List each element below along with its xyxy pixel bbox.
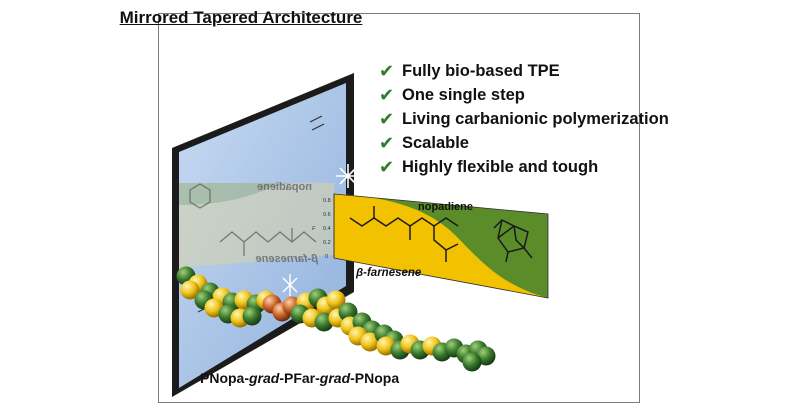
nopadiene-bead: [338, 302, 358, 322]
feature-item: ✔ Scalable: [379, 131, 669, 155]
axis-tick: 0.8: [323, 198, 331, 204]
feature-label: One single step: [402, 85, 525, 104]
nopadiene-bead: [462, 352, 482, 372]
mirror-reflection: [179, 182, 334, 268]
farnesene-bead: [326, 290, 346, 310]
check-icon: ✔: [379, 108, 395, 129]
farnesene-label: β-farnesene: [355, 267, 422, 279]
feature-label: Scalable: [402, 133, 469, 152]
feature-label: Highly flexible and tough: [402, 157, 599, 176]
feature-list: ✔ Fully bio-based TPE ✔ One single step ✔ L…: [379, 59, 669, 179]
page-title: Mirrored Tapered Architecture: [119, 8, 363, 27]
caption-part: -PFar-: [279, 370, 320, 386]
mirror-farnesene-label: β-farnesene: [256, 253, 319, 265]
mirror-nopadiene-label: nopadiene: [257, 181, 312, 193]
feature-item: ✔ Living carbanionic polymerization: [379, 107, 669, 131]
polymer-caption: PNopa-grad-PFar-grad-PNopa: [200, 370, 399, 386]
axis-tick: 0: [325, 254, 328, 260]
caption-part: PNopa-: [200, 370, 249, 386]
farnesene-bead: [360, 332, 380, 352]
feature-item: ✔ Highly flexible and tough: [379, 155, 669, 179]
check-icon: ✔: [379, 60, 395, 81]
sparkle-icon: [336, 164, 360, 188]
feature-label: Living carbanionic polymerization: [402, 109, 669, 128]
axis-tick: 0.6: [323, 212, 331, 218]
check-icon: ✔: [379, 132, 395, 153]
nopadiene-structure: [493, 219, 533, 263]
feature-label: Fully bio-based TPE: [402, 61, 560, 80]
caption-part: -PNopa: [350, 370, 400, 386]
farnesene-structure: [349, 206, 459, 262]
farnesene-bead: [180, 280, 200, 300]
axis-tick: 0.4: [323, 226, 331, 232]
fraction-axis: 0.8 0.6 0.4 0.2 0 F: [312, 194, 335, 260]
caption-grad: grad: [319, 370, 351, 386]
feature-item: ✔ Fully bio-based TPE: [379, 59, 669, 83]
axis-tick: 0.2: [323, 240, 331, 246]
feature-item: ✔ One single step: [379, 83, 669, 107]
check-icon: ✔: [379, 84, 395, 105]
caption-grad: grad: [249, 370, 280, 386]
nopadiene-label: nopadiene: [418, 201, 473, 213]
nopadiene-bead: [242, 306, 262, 326]
mirror-molecule: [189, 183, 317, 256]
axis-symbol: F: [312, 226, 316, 232]
polymer-chain: [176, 266, 496, 372]
sparkle-icon: [282, 274, 298, 296]
check-icon: ✔: [379, 156, 395, 177]
